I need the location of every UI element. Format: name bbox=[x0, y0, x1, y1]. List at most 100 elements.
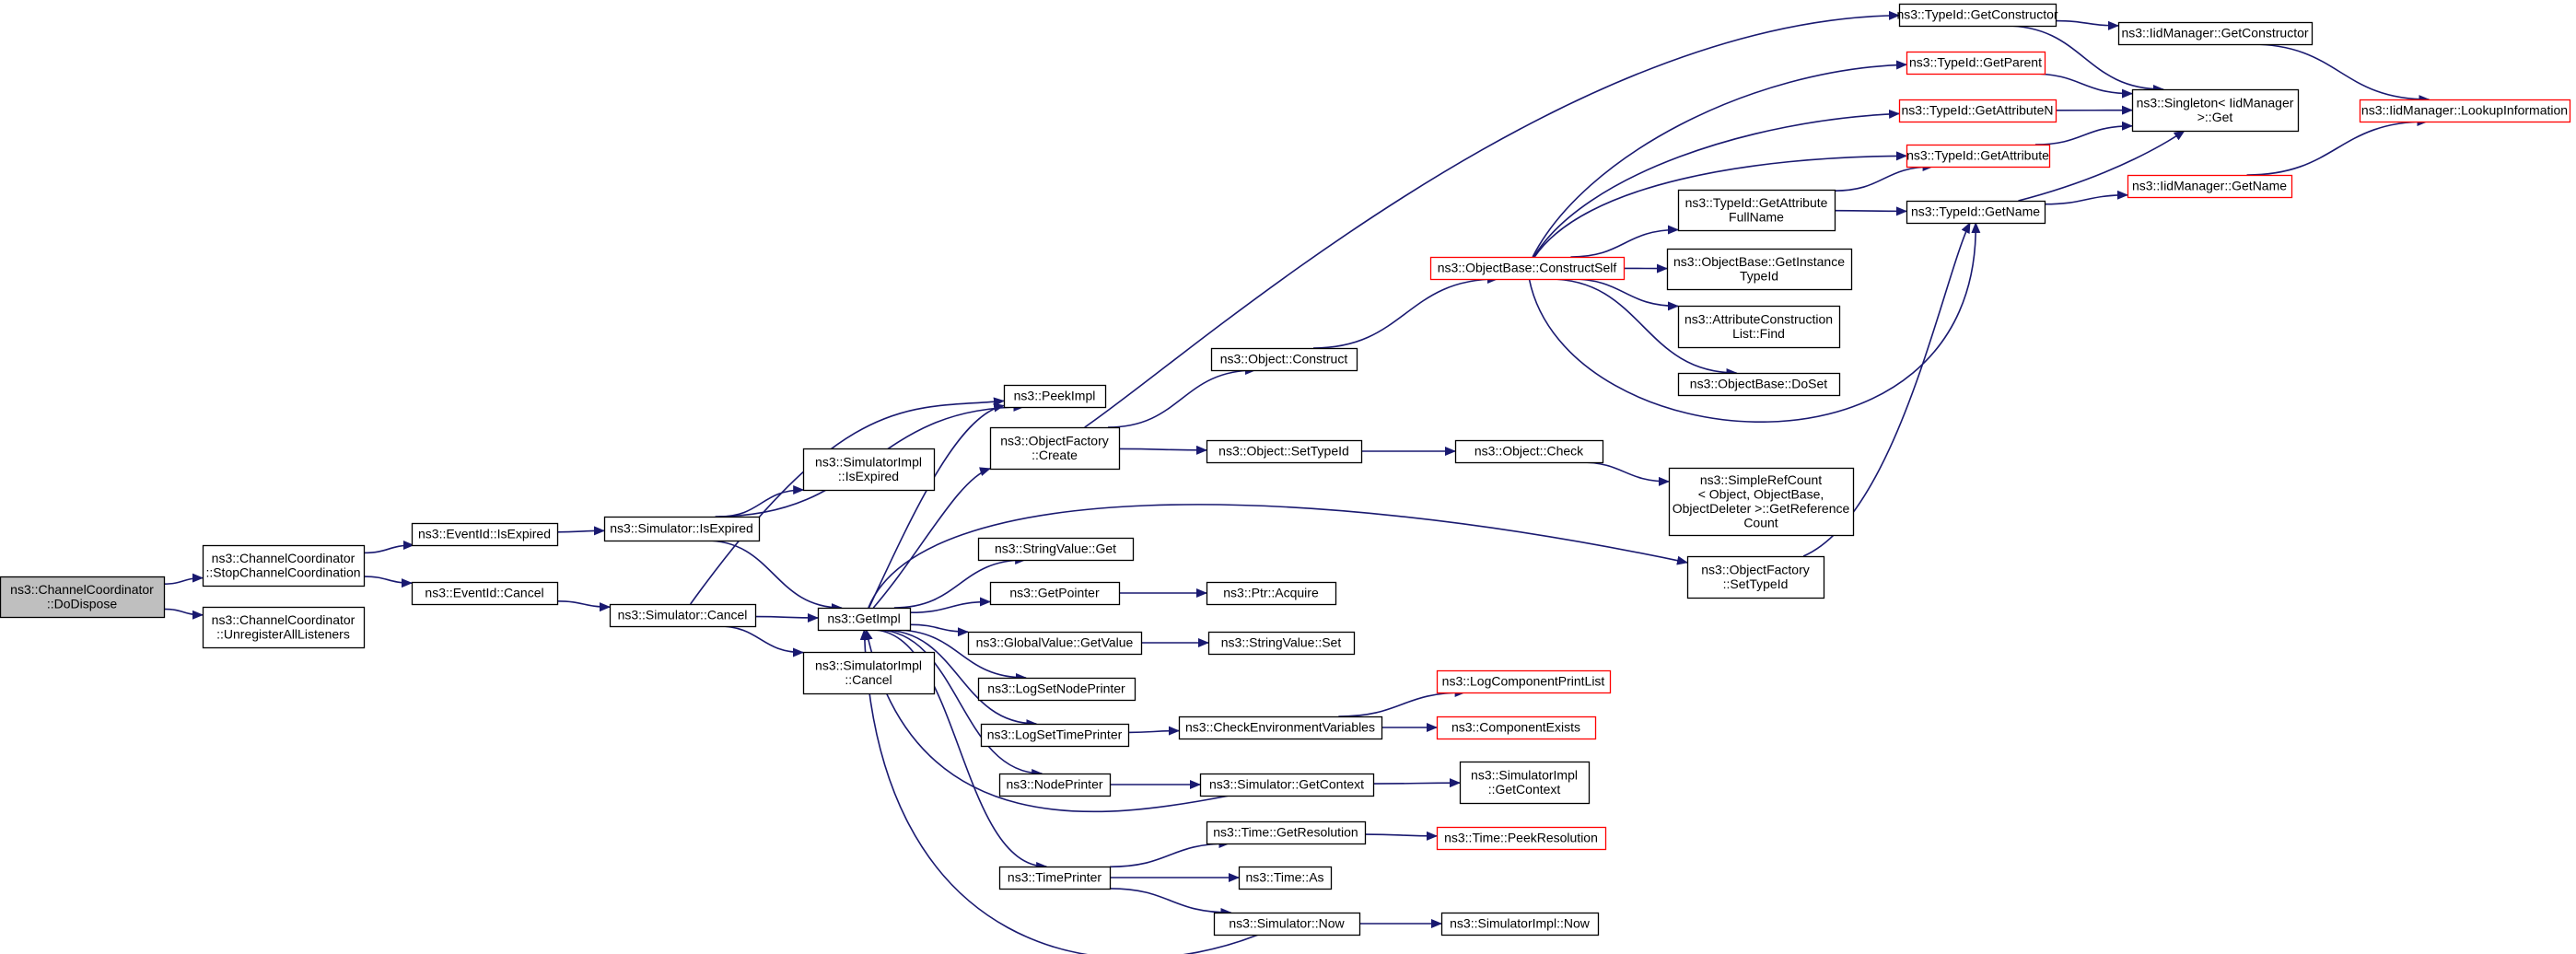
node-ofsettypeid[interactable]: ns3::ObjectFactory::SetTypeId bbox=[1686, 555, 1825, 599]
node-label: ns3::EventId::Cancel bbox=[425, 586, 543, 600]
node-timeprinter[interactable]: ns3::TimePrinter bbox=[998, 866, 1112, 890]
call-edge-tidgetname-to-iidgetname bbox=[2044, 190, 2128, 205]
node-box bbox=[1666, 248, 1853, 291]
call-edge-timegetres-to-timepeekres bbox=[1364, 831, 1438, 841]
node-iidgetctor[interactable]: ns3::IidManager::GetConstructor bbox=[2117, 21, 2314, 46]
node-label: ns3::Singleton< IidManager bbox=[2137, 95, 2294, 110]
node-strvalset[interactable]: ns3::StringValue::Set bbox=[1207, 631, 1356, 656]
call-edge-iidgetctor-to-iidlookup bbox=[2250, 43, 2430, 104]
call-edge-tidgetctor-to-iidgetctor bbox=[2055, 19, 2119, 30]
node-stopcc[interactable]: ns3::ChannelCoordinator::StopChannelCoor… bbox=[202, 544, 366, 588]
node-box bbox=[1206, 581, 1337, 606]
node-timepeekres[interactable]: ns3::Time::PeekResolution bbox=[1436, 826, 1607, 851]
call-edge-checkenv-to-logcomplist bbox=[1338, 688, 1466, 717]
node-implgetctx[interactable]: ns3::SimulatorImpl::GetContext bbox=[1459, 761, 1591, 805]
node-obdoset[interactable]: ns3::ObjectBase::DoSet bbox=[1677, 372, 1841, 397]
node-box bbox=[980, 723, 1130, 748]
node-label: ns3::SimulatorImpl bbox=[815, 454, 922, 469]
node-label: ns3::NodePrinter bbox=[1006, 777, 1102, 792]
node-nodeprinter[interactable]: ns3::NodePrinter bbox=[998, 773, 1112, 797]
call-edge-iidgetname-to-iidlookup bbox=[2246, 117, 2429, 176]
call-edge-getimpl-to-strvalget bbox=[893, 555, 1027, 609]
node-evisexp[interactable]: ns3::EventId::IsExpired bbox=[411, 522, 559, 547]
node-checkenv[interactable]: ns3::CheckEnvironmentVariables bbox=[1178, 716, 1383, 740]
node-label: ns3::SimulatorImpl::Now bbox=[1450, 916, 1591, 931]
node-gvgetvalue[interactable]: ns3::GlobalValue::GetValue bbox=[967, 631, 1143, 656]
node-simisexp[interactable]: ns3::Simulator::IsExpired bbox=[603, 516, 761, 542]
node-iidgetname[interactable]: ns3::IidManager::GetName bbox=[2127, 174, 2293, 199]
node-getimpl[interactable]: ns3::GetImpl bbox=[817, 607, 912, 632]
node-label: TypeId bbox=[1740, 268, 1778, 283]
node-ofcreate[interactable]: ns3::ObjectFactory::Create bbox=[989, 426, 1121, 471]
node-implisexp[interactable]: ns3::SimulatorImpl::IsExpired bbox=[802, 448, 936, 492]
node-getpointer[interactable]: ns3::GetPointer bbox=[989, 581, 1121, 606]
node-implnow[interactable]: ns3::SimulatorImpl::Now bbox=[1440, 912, 1600, 937]
node-root[interactable]: ns3::ChannelCoordinator::DoDispose bbox=[0, 576, 166, 619]
node-strvalget[interactable]: ns3::StringValue::Get bbox=[977, 537, 1135, 562]
node-objconstruct[interactable]: ns3::Object::Construct bbox=[1210, 347, 1358, 372]
node-label: ns3::TypeId::GetName bbox=[1911, 204, 2040, 219]
node-label: Count bbox=[1743, 515, 1778, 529]
node-evcancel[interactable]: ns3::EventId::Cancel bbox=[411, 581, 559, 606]
node-box bbox=[1178, 716, 1383, 740]
node-label: ns3::ChannelCoordinator bbox=[212, 612, 356, 627]
node-label: ns3::Simulator::IsExpired bbox=[610, 521, 753, 536]
call-edge-ofcreate-to-objconstruct bbox=[1108, 366, 1257, 428]
node-peekimpl[interactable]: ns3::PeekImpl bbox=[1003, 384, 1107, 409]
node-ptracquire[interactable]: ns3::Ptr::Acquire bbox=[1206, 581, 1337, 606]
node-box bbox=[1436, 716, 1597, 740]
node-implcancel[interactable]: ns3::SimulatorImpl::Cancel bbox=[802, 651, 936, 695]
node-objsettypeid[interactable]: ns3::Object::SetTypeId bbox=[1206, 439, 1363, 464]
node-box bbox=[802, 651, 936, 695]
node-logsettime[interactable]: ns3::LogSetTimePrinter bbox=[980, 723, 1130, 748]
node-iidlookup[interactable]: ns3::IidManager::LookupInformation bbox=[2359, 99, 2571, 123]
node-label: ns3::GetImpl bbox=[827, 611, 900, 626]
node-simnow[interactable]: ns3::Simulator::Now bbox=[1213, 912, 1361, 937]
node-tidgetparent[interactable]: ns3::TypeId::GetParent bbox=[1906, 51, 2046, 76]
node-obconstructself[interactable]: ns3::ObjectBase::ConstructSelf bbox=[1429, 256, 1626, 281]
node-timeas[interactable]: ns3::Time::As bbox=[1238, 866, 1333, 890]
node-label: ns3::PeekImpl bbox=[1014, 389, 1096, 403]
call-edge-objconstruct-to-obconstructself bbox=[1312, 274, 1498, 349]
call-edge-evisexp-to-simisexp bbox=[556, 526, 605, 536]
call-edge-timeprinter-to-timegetres bbox=[1109, 839, 1230, 868]
node-tidgetctor[interactable]: ns3::TypeId::GetConstructor bbox=[1896, 3, 2058, 28]
call-edge-getimpl-to-peekimpl bbox=[868, 402, 1005, 609]
node-objcheck[interactable]: ns3::Object::Check bbox=[1454, 439, 1604, 464]
node-unreg[interactable]: ns3::ChannelCoordinator::UnregisterAllLi… bbox=[202, 606, 366, 649]
node-logsetnode[interactable]: ns3::LogSetNodePrinter bbox=[977, 677, 1136, 702]
node-label: ns3::ObjectBase::GetInstance bbox=[1673, 254, 1845, 269]
node-srcgetref[interactable]: ns3::SimpleRefCount< Object, ObjectBase,… bbox=[1668, 467, 1855, 537]
node-label: ns3::Object::Construct bbox=[1220, 352, 1348, 366]
node-box bbox=[202, 606, 366, 649]
node-label: List::Find bbox=[1732, 326, 1785, 341]
node-label: ns3::GetPointer bbox=[1009, 586, 1100, 600]
node-tidgetname[interactable]: ns3::TypeId::GetName bbox=[1906, 200, 2046, 225]
node-box bbox=[1238, 866, 1333, 890]
node-label: ns3::Time::PeekResolution bbox=[1444, 831, 1598, 845]
node-simgetctx[interactable]: ns3::Simulator::GetContext bbox=[1199, 773, 1375, 797]
node-timegetres[interactable]: ns3::Time::GetResolution bbox=[1206, 820, 1367, 845]
node-box bbox=[1207, 631, 1356, 656]
node-label: ns3::Object::Check bbox=[1474, 444, 1584, 459]
call-edge-obconstructself-to-tidgetname bbox=[1528, 222, 1981, 423]
call-edges bbox=[163, 10, 2430, 954]
node-tidgetattr[interactable]: ns3::TypeId::GetAttribute bbox=[1906, 144, 2051, 169]
node-label: ::DoDispose bbox=[47, 596, 117, 611]
node-logcomplist[interactable]: ns3::LogComponentPrintList bbox=[1436, 669, 1612, 694]
node-label: ::UnregisterAllListeners bbox=[216, 626, 350, 641]
node-simcancel[interactable]: ns3::Simulator::Cancel bbox=[609, 603, 757, 628]
node-label: ns3::ChannelCoordinator bbox=[10, 582, 154, 597]
node-box bbox=[1906, 51, 2046, 76]
call-edge-timeprinter-to-simnow bbox=[1109, 888, 1232, 917]
node-box bbox=[1898, 99, 2057, 123]
node-compexists[interactable]: ns3::ComponentExists bbox=[1436, 716, 1597, 740]
node-box bbox=[0, 576, 166, 619]
node-label: < Object, ObjectBase, bbox=[1698, 486, 1824, 501]
node-label: ns3::LogSetTimePrinter bbox=[987, 727, 1123, 742]
node-singleton[interactable]: ns3::Singleton< IidManager >::Get bbox=[2131, 88, 2300, 133]
node-tidgetattrn[interactable]: ns3::TypeId::GetAttributeN bbox=[1898, 99, 2057, 123]
